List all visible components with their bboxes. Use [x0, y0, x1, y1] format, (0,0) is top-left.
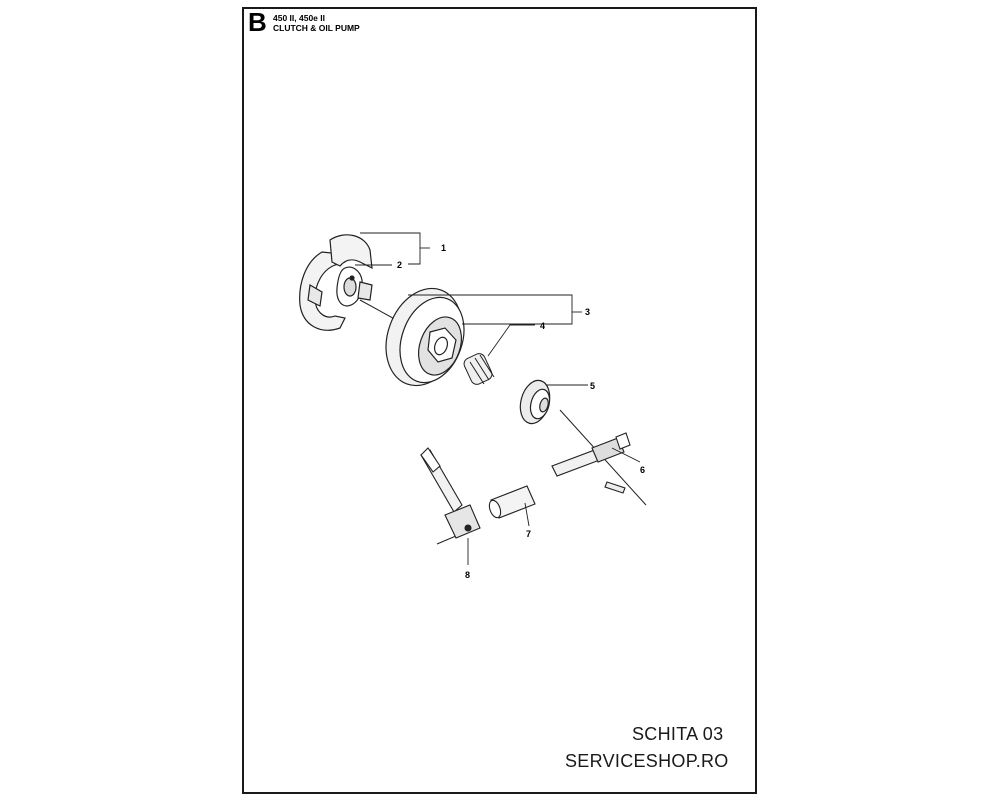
callout-3: 3 [585, 307, 590, 317]
callout-1: 1 [441, 243, 446, 253]
needle-bearing-part [463, 353, 495, 385]
pump-piston-part [488, 485, 536, 519]
leader-lines [355, 232, 641, 565]
callout-4: 4 [540, 321, 545, 331]
callout-7: 7 [526, 529, 531, 539]
section-letter: B [248, 7, 267, 37]
callout-8: 8 [465, 570, 470, 580]
washer-part [519, 379, 551, 425]
clutch-part [299, 234, 373, 331]
page-frame [242, 7, 757, 794]
clutch-drum-part [385, 287, 465, 387]
callout-5: 5 [590, 381, 595, 391]
callout-2: 2 [397, 260, 402, 270]
sheet-label: SCHITA 03 [632, 724, 724, 744]
callout-6: 6 [640, 465, 645, 475]
pump-shaft-part [551, 432, 631, 494]
oil-pump-part [420, 447, 481, 539]
shop-label: SERVICESHOP.RO [565, 751, 729, 771]
diagram-title: CLUTCH & OIL PUMP [273, 23, 360, 33]
model-heading: 450 II, 450e II [273, 13, 325, 23]
